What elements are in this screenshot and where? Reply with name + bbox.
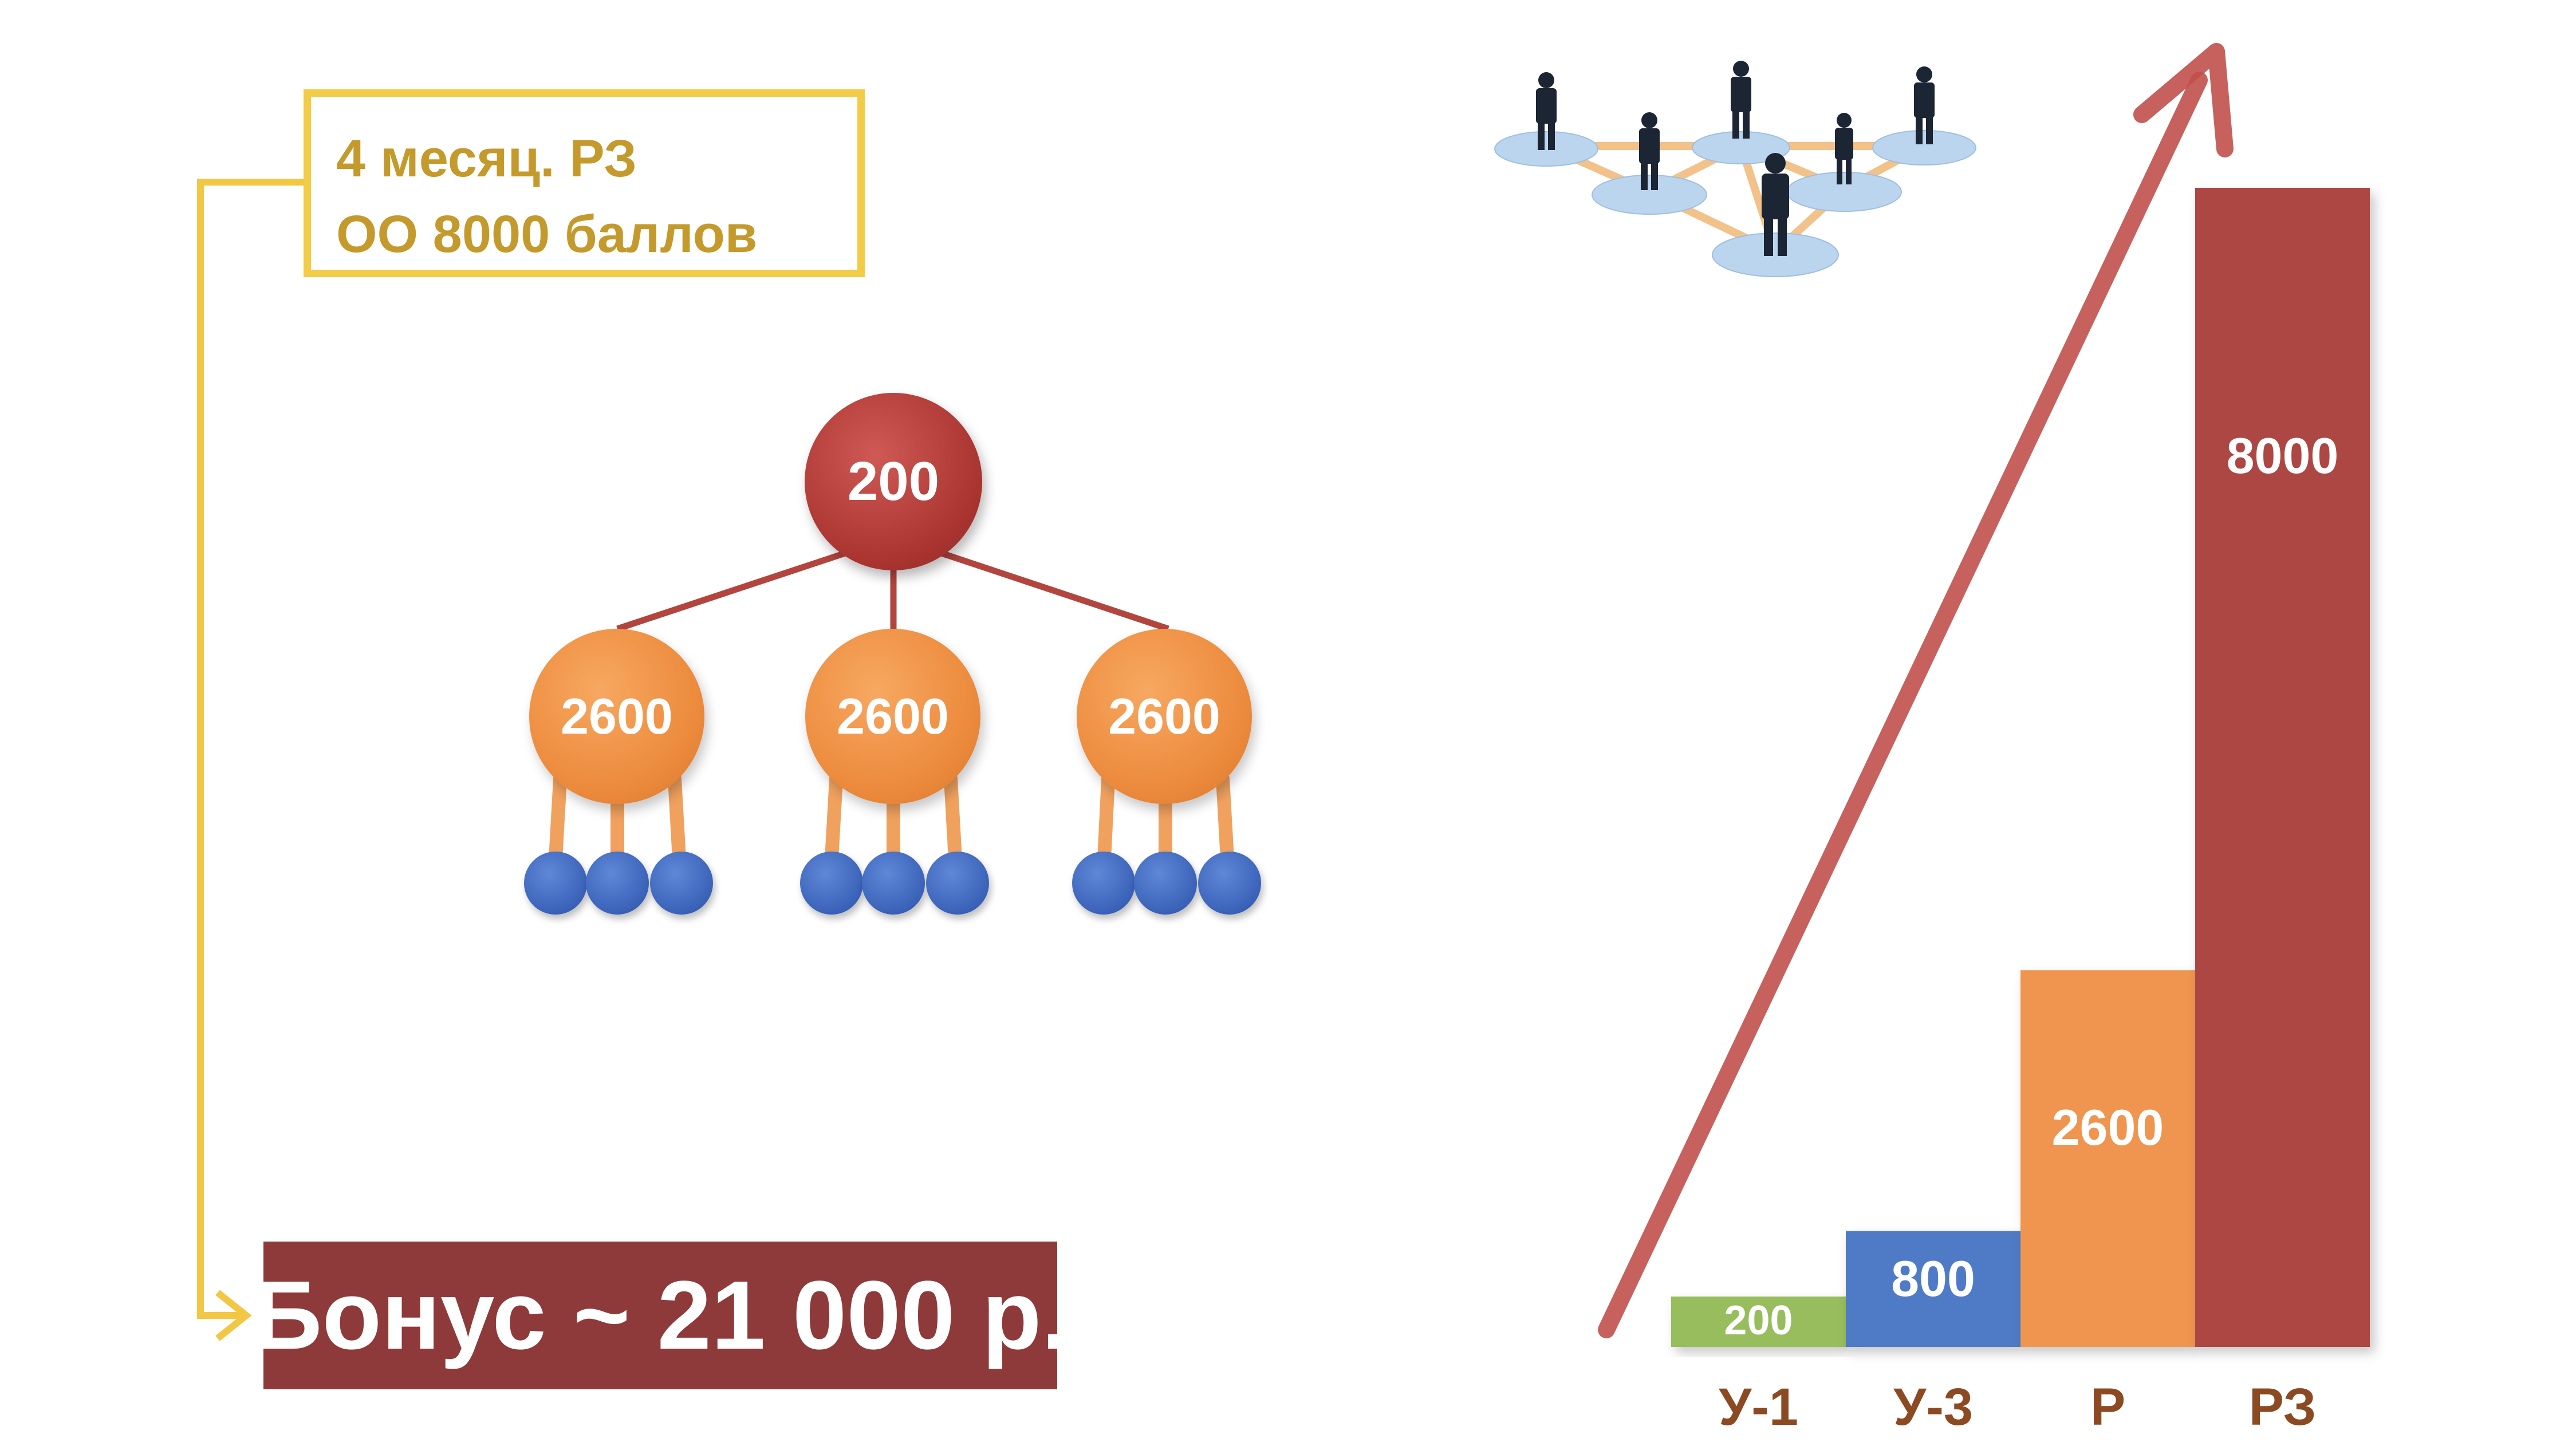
bar-3	[2195, 188, 2370, 1347]
bar-value-label: 200	[1724, 1297, 1793, 1343]
tree-root-node: 200	[805, 393, 982, 570]
bar-sheen-0	[1671, 1297, 1846, 1347]
tree-leaf-node	[650, 852, 713, 915]
tree-leaf-node	[524, 852, 587, 915]
info-line-month: 4 месяц. РЗ	[336, 129, 637, 188]
bar-value-label: 2600	[2051, 1098, 2164, 1156]
tree-leaf-node	[800, 852, 863, 915]
tree-leaf-node	[1198, 852, 1261, 915]
bar-sheen-2	[2020, 970, 2195, 1347]
tree-child-value: 2600	[837, 688, 949, 744]
tree-leaf-node	[926, 852, 989, 915]
tree-root-value: 200	[847, 451, 940, 512]
category-label: РЗ	[2248, 1378, 2317, 1436]
bar-value-label: 8000	[2226, 427, 2339, 484]
bar-0	[1671, 1297, 1846, 1347]
tree-child-node: 2600	[805, 629, 980, 804]
bar-2	[2020, 970, 2195, 1347]
tree-leaf-node	[1134, 852, 1197, 915]
bar-value-label: 800	[1891, 1250, 1975, 1307]
bonus-label: Бонус ~ 21 000 р.	[252, 1261, 1069, 1370]
tree-child-value: 2600	[1108, 688, 1220, 744]
bar-sheen-1	[1846, 1231, 2020, 1347]
growth-arrow	[1598, 43, 2234, 1338]
bars-group	[1671, 188, 2370, 1347]
bonus-box: Бонус ~ 21 000 р.	[252, 1242, 1069, 1389]
tree-leaf-node	[862, 852, 925, 915]
info-line-points: ОО 8000 баллов	[336, 205, 758, 263]
tree-child-value: 2600	[561, 688, 673, 744]
bar-1	[1846, 1231, 2020, 1347]
category-label: У-1	[1718, 1378, 1799, 1436]
tree-leaf-node	[1072, 852, 1135, 915]
category-label: Р	[2090, 1378, 2126, 1436]
business-network-icon	[1494, 61, 1976, 277]
bar-sheen-3	[2195, 188, 2370, 1347]
tree-child-node: 2600	[1077, 629, 1252, 804]
category-label: У-3	[1893, 1378, 1974, 1436]
tree-leaf-node	[586, 852, 649, 915]
tree-child-node: 2600	[529, 629, 704, 804]
info-box: 4 месяц. РЗ ОО 8000 баллов	[304, 89, 865, 277]
